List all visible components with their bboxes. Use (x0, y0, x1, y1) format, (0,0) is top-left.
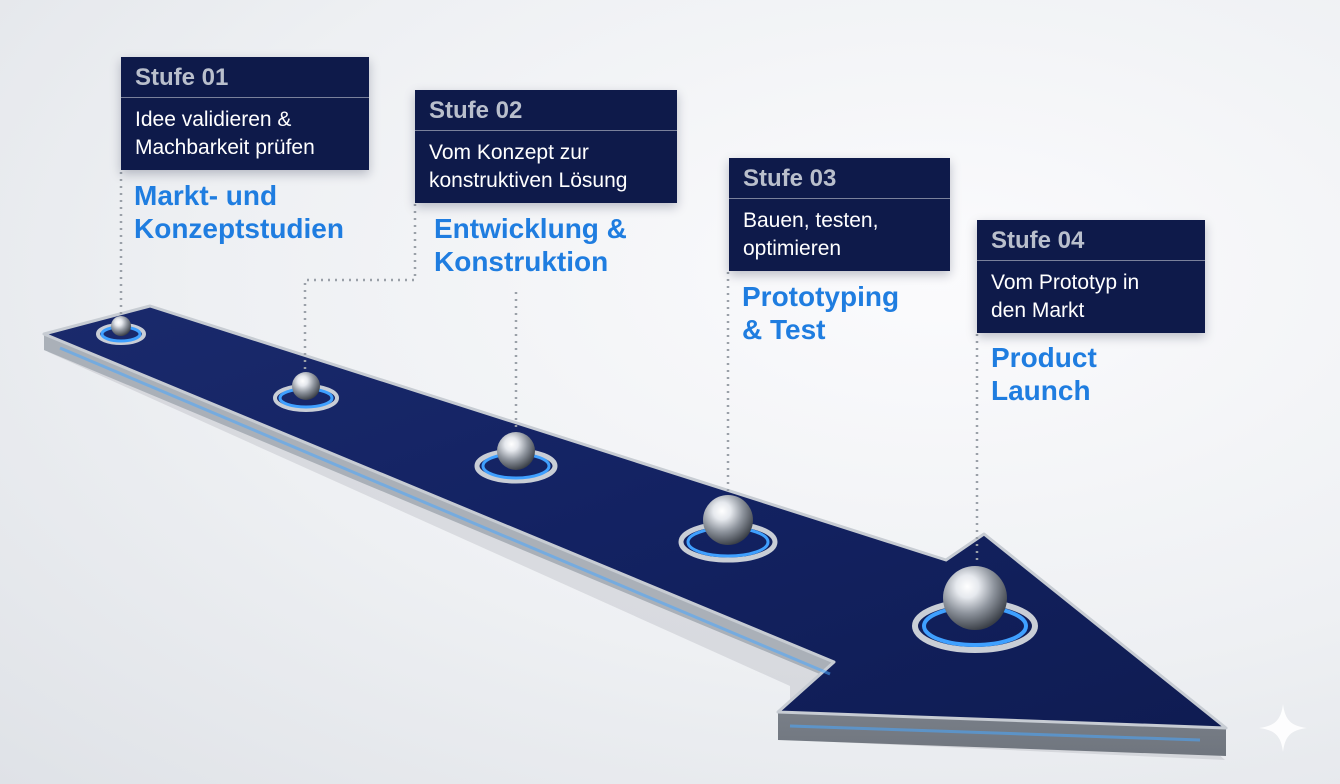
stage-description: Vom Konzept zur konstruktiven Lösung (429, 141, 628, 192)
stage-title: Entwicklung & Konstruktion (434, 213, 627, 277)
connector-stage-2 (303, 204, 417, 374)
stage-description: Idee validieren & Machbarkeit prüfen (135, 108, 315, 159)
stage-number: Stufe 04 (977, 220, 1205, 261)
milestone-1 (96, 316, 146, 345)
stage-number: Stufe 01 (121, 57, 369, 98)
stage-card-4: Stufe 04 Vom Prototyp in den Markt (977, 220, 1205, 333)
stage-card-3: Stufe 03 Bauen, testen, optimieren (729, 158, 950, 271)
milestone-4 (678, 495, 778, 563)
stage-title: Markt- und Konzeptstudien (134, 180, 344, 244)
sparkle-star-icon (1259, 704, 1307, 752)
stage-description: Bauen, testen, optimieren (743, 209, 879, 260)
chrome-sphere-icon (111, 316, 131, 336)
stage-number: Stufe 03 (729, 158, 950, 199)
milestone-3 (474, 432, 558, 484)
chrome-sphere-icon (943, 566, 1007, 630)
stage-card-1: Stufe 01 Idee validieren & Machbarkeit p… (121, 57, 369, 170)
chrome-sphere-icon (703, 495, 753, 545)
stage-title: Prototyping & Test (742, 281, 900, 345)
chrome-sphere-icon (497, 432, 535, 470)
stage-description: Vom Prototyp in den Markt (991, 271, 1140, 322)
stage-number: Stufe 02 (415, 90, 677, 131)
arrowhead-glow (789, 724, 1201, 742)
stage-card-2: Stufe 02 Vom Konzept zur konstruktiven L… (415, 90, 677, 203)
stage-title: Product Launch (991, 342, 1097, 406)
chrome-sphere-icon (292, 372, 320, 400)
milestone-5 (912, 566, 1038, 653)
connector-lines (119, 172, 979, 560)
arrow-glow (59, 346, 831, 676)
milestone-2 (273, 372, 339, 412)
